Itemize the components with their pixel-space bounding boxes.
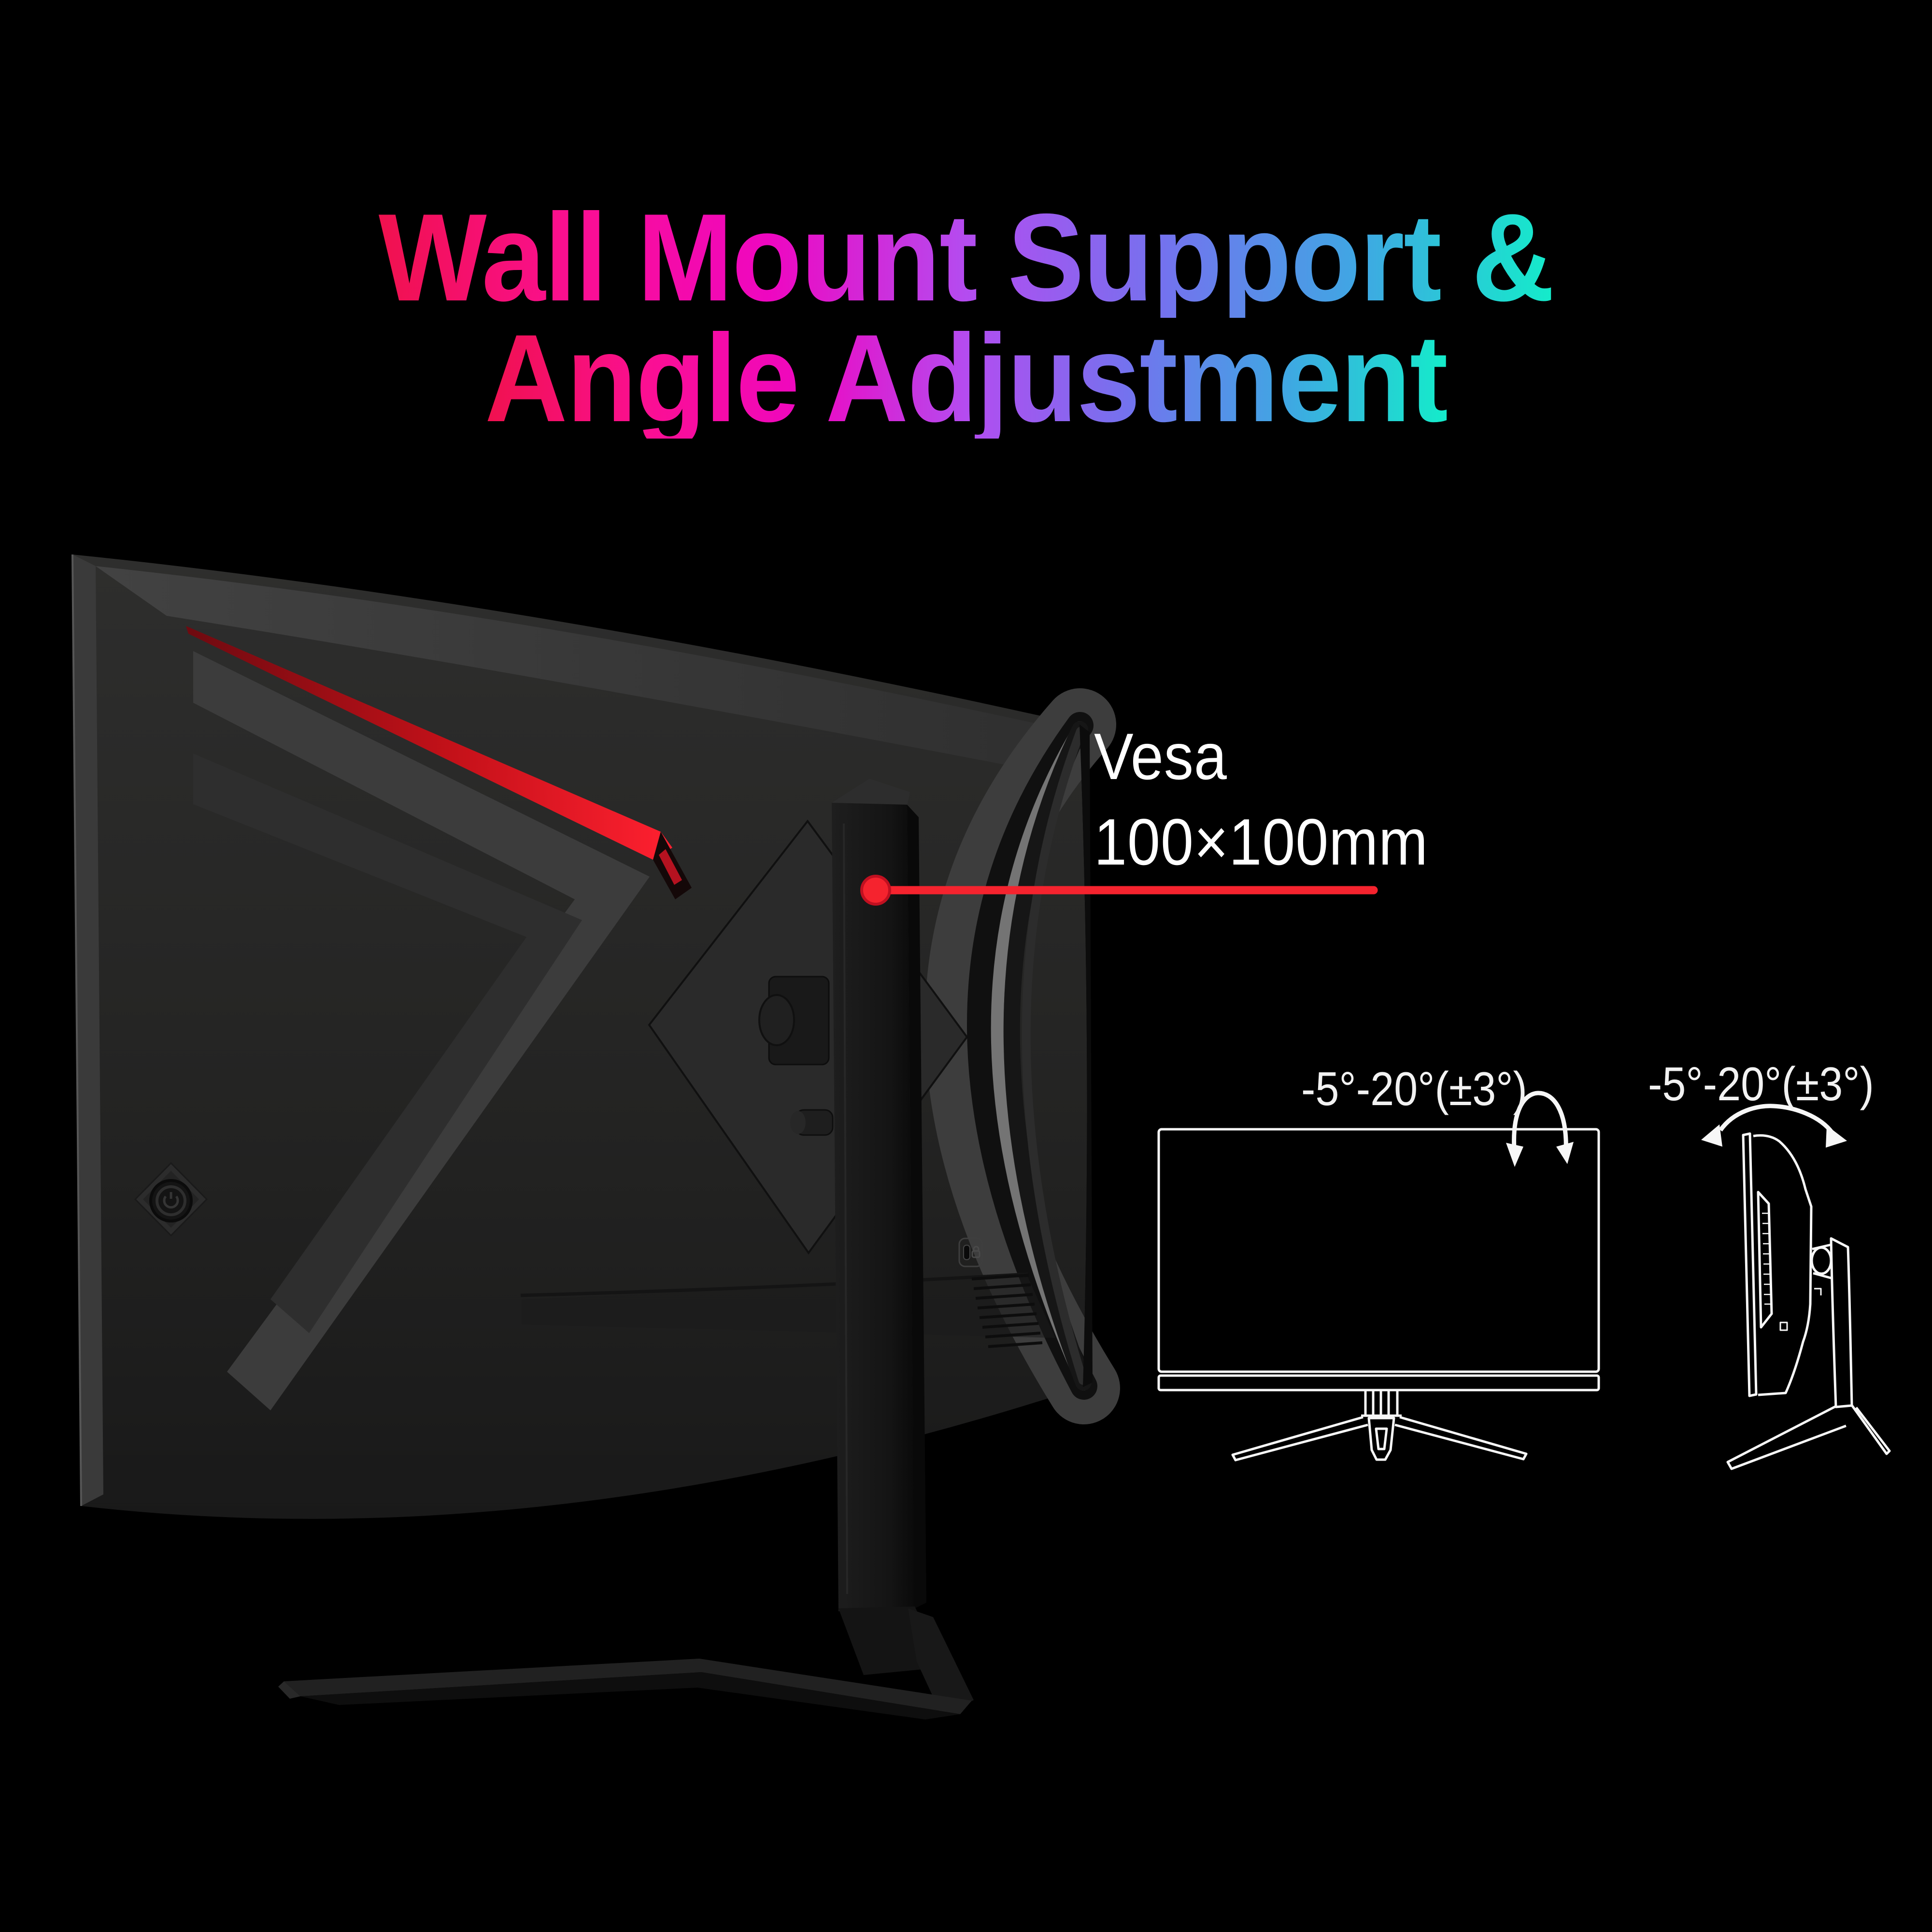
- side-tilt-arrow-icon: [1701, 1104, 1847, 1148]
- vesa-pointer-dot: [860, 875, 891, 906]
- vesa-label-line-2: 100×100mm: [1094, 805, 1428, 879]
- vesa-callout: Vesa 100×100mm: [1094, 714, 1428, 885]
- front-monitor-outline: [1157, 1128, 1600, 1462]
- vesa-pointer: [860, 875, 1378, 906]
- stand-hinge: [758, 976, 830, 1065]
- chevron-band-2: [193, 753, 582, 1333]
- front-view-diagram: [1157, 1091, 1600, 1462]
- title-line-2: Angle Adjustment: [484, 308, 1448, 448]
- title-line-1: Wall Mount Support &: [378, 187, 1555, 327]
- seam-line: [520, 1272, 1028, 1297]
- top-facet: [96, 566, 1067, 766]
- front-tilt-arrow-icon: [1506, 1091, 1574, 1167]
- left-edge-highlight: [71, 554, 82, 1506]
- chevron-band-1: [193, 651, 650, 1410]
- kensington-lock-icon: [958, 1237, 983, 1267]
- front-angle-label: -5°-20°(±3°): [1301, 1062, 1527, 1115]
- red-stripe-hook-glow: [659, 849, 682, 885]
- red-accent-stripe: [186, 626, 672, 860]
- monitor-left-edge: [72, 554, 103, 1506]
- side-rib-texture: [1762, 1212, 1772, 1305]
- side-angle-label: -5°-20°(±3°): [1648, 1057, 1874, 1110]
- side-monitor-outline: [1726, 1132, 1891, 1470]
- side-view-diagram: [1701, 1104, 1891, 1470]
- joystick-nub: [790, 1109, 834, 1136]
- stand-base-foot: [278, 1606, 974, 1719]
- vesa-label-line-1: Vesa: [1094, 720, 1227, 793]
- monitor-render: [71, 554, 1120, 1719]
- power-icon: [163, 1192, 179, 1209]
- vent-slats: [971, 1274, 1043, 1348]
- power-button: [134, 1162, 208, 1237]
- stand-column: [790, 779, 926, 1611]
- page-title: Wall Mount Support & Angle Adjustment: [0, 187, 1932, 448]
